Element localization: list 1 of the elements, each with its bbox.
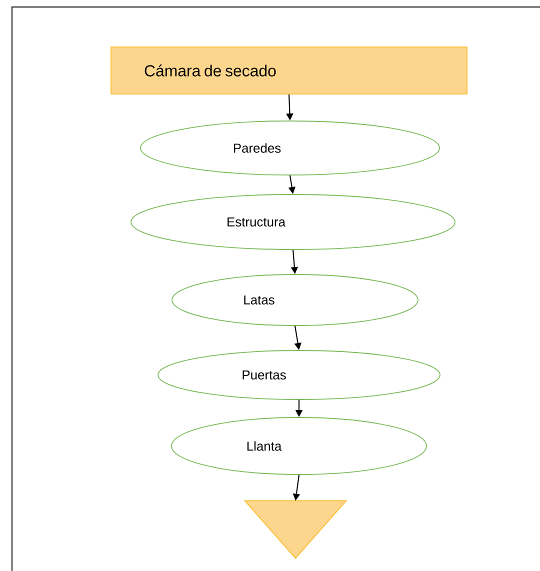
process-box: Cámara de secado xyxy=(110,46,468,94)
